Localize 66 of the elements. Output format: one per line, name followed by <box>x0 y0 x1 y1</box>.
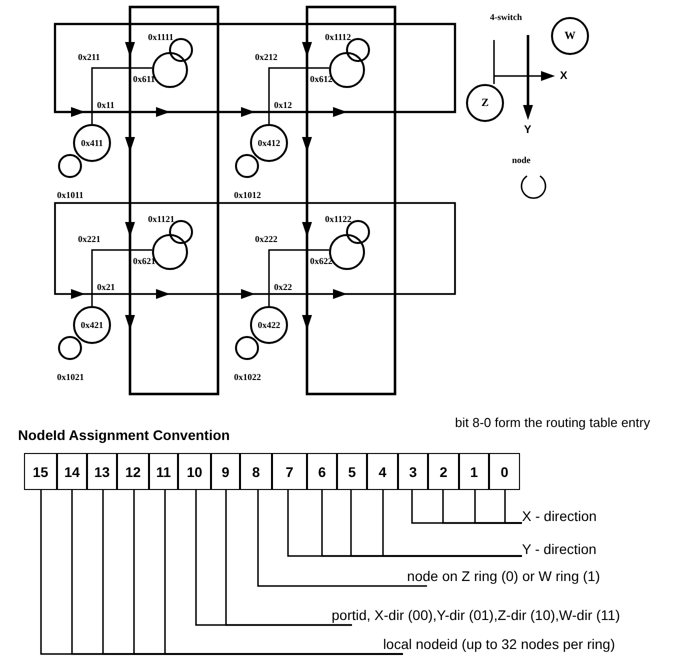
switch-id-label: 0x11 <box>97 100 115 110</box>
bit-cell: 9 <box>211 453 240 490</box>
node-circle <box>73 306 111 344</box>
node-circle <box>250 306 288 344</box>
port-id-label: 0x222 <box>255 234 278 244</box>
bit-cell: 15 <box>24 453 57 490</box>
section-heading: NodeId Assignment Convention <box>18 428 230 444</box>
leader-line <box>411 490 522 524</box>
field-description: X - direction <box>522 508 597 530</box>
legend-label: 4-switch <box>490 12 522 22</box>
bit-cell: 5 <box>337 453 367 490</box>
port-link-line <box>91 249 152 306</box>
bit-cell: 14 <box>57 453 87 490</box>
bit-cell: 7 <box>272 453 307 490</box>
bit-cell: 0 <box>489 453 520 490</box>
leader-line <box>257 490 427 587</box>
node-id-label: 0x611 <box>133 74 156 84</box>
node-id-label: 0x1011 <box>57 190 84 200</box>
port-id-label: 0x221 <box>78 234 100 244</box>
node-id-label: 0x1021 <box>57 372 84 382</box>
node-label: Z <box>481 98 489 108</box>
node-id-label: 0x1022 <box>234 372 261 382</box>
leader-line <box>195 490 352 626</box>
node-id-label: 0x1121 <box>148 214 175 224</box>
node-id-label: 0x622 <box>310 256 332 266</box>
axis-label: X <box>560 70 568 82</box>
node-circle <box>466 84 504 122</box>
bit-cell: 10 <box>178 453 211 490</box>
node-id-label: 0x621 <box>133 256 156 266</box>
node-id-label: 0x612 <box>310 74 332 84</box>
port-id-label: 0x211 <box>78 52 100 62</box>
node-label: W <box>564 31 576 41</box>
bit-cell: 12 <box>117 453 149 490</box>
node-id-label: 0x1012 <box>234 190 261 200</box>
node-label: 0x411 <box>80 138 103 148</box>
switch-id-label: 0x22 <box>274 282 292 292</box>
bit-cell: 3 <box>398 453 428 490</box>
port-link-line <box>268 249 330 306</box>
bit-cell: 6 <box>307 453 337 490</box>
bit-cell: 1 <box>459 453 489 490</box>
port-id-label: 0x212 <box>255 52 278 62</box>
node-label: 0x412 <box>258 138 280 148</box>
field-description: portid, X-dir (00),Y-dir (01),Z-dir (10),W-dir (11) <box>332 607 620 625</box>
node-id-label: 0x1111 <box>148 32 174 42</box>
node-circle <box>551 17 589 55</box>
node-circle <box>73 124 111 162</box>
bit-cell: 4 <box>367 453 398 490</box>
axis-label: Y <box>524 124 532 136</box>
port-link-line <box>91 67 152 124</box>
node-circle <box>250 124 288 162</box>
node-id-label: 0x1122 <box>325 214 352 224</box>
field-description: local nodeid (up to 32 nodes per ring) <box>383 636 615 654</box>
bit-cell: 13 <box>87 453 117 490</box>
node-id-label: 0x1112 <box>325 32 352 42</box>
bit-cell: 8 <box>240 453 272 490</box>
switch-id-label: 0x21 <box>97 282 115 292</box>
node-label: 0x422 <box>258 320 280 330</box>
note-text: bit 8-0 form the routing table entry <box>455 416 652 430</box>
field-description: node on Z ring (0) or W ring (1) <box>407 568 600 586</box>
bit-cell: 11 <box>149 453 178 490</box>
legend-label: node <box>512 155 531 165</box>
switch-id-label: 0x12 <box>274 100 292 110</box>
port-link-line <box>268 67 330 124</box>
node-label: 0x421 <box>80 320 104 330</box>
field-description: Y - direction <box>522 541 596 563</box>
bit-cell: 2 <box>428 453 459 490</box>
